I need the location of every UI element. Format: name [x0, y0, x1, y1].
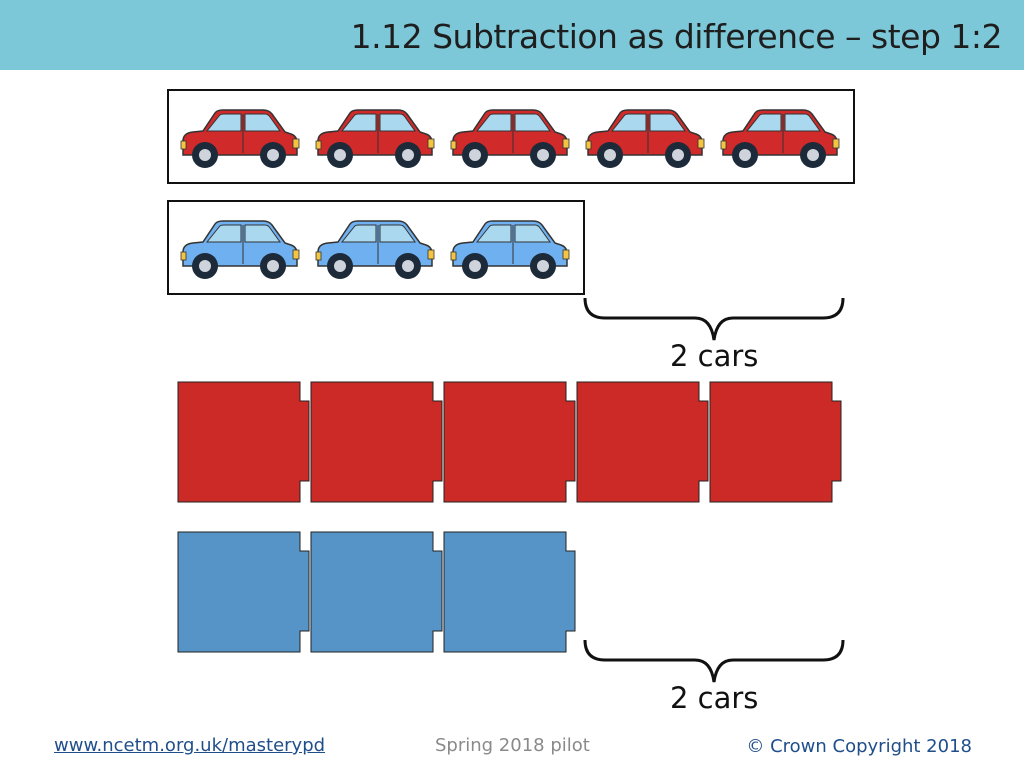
blue-car-2: [315, 220, 435, 279]
difference-brace-top: [583, 297, 845, 341]
difference-brace-bottom: [583, 639, 845, 683]
red-block-4: [576, 381, 709, 503]
red-car-1: [180, 109, 300, 168]
footer-link[interactable]: www.ncetm.org.uk/masterypd: [54, 735, 326, 756]
blue-car-3: [450, 220, 570, 279]
footer-copyright: © Crown Copyright 2018: [746, 736, 972, 757]
blue-cars-box: [167, 200, 585, 295]
red-car-5: [720, 109, 840, 168]
red-block-1: [177, 381, 310, 503]
difference-label-bottom: 2 cars: [670, 681, 759, 715]
red-car-3: [450, 109, 570, 168]
red-block-5: [709, 381, 842, 503]
red-blocks-row: [177, 381, 842, 503]
red-block-2: [310, 381, 443, 503]
blue-block-3: [443, 531, 576, 653]
blue-car-1: [180, 220, 300, 279]
footer-pilot-text: Spring 2018 pilot: [435, 735, 590, 756]
page-title: 1.12 Subtraction as difference – step 1:…: [350, 17, 1003, 56]
difference-label-top: 2 cars: [670, 339, 759, 373]
blue-block-1: [177, 531, 310, 653]
red-cars-box: [167, 89, 855, 184]
red-car-4: [585, 109, 705, 168]
red-car-2: [315, 109, 435, 168]
red-block-3: [443, 381, 576, 503]
title-bar: 1.12 Subtraction as difference – step 1:…: [0, 0, 1024, 70]
blue-blocks-row: [177, 531, 576, 653]
blue-block-2: [310, 531, 443, 653]
